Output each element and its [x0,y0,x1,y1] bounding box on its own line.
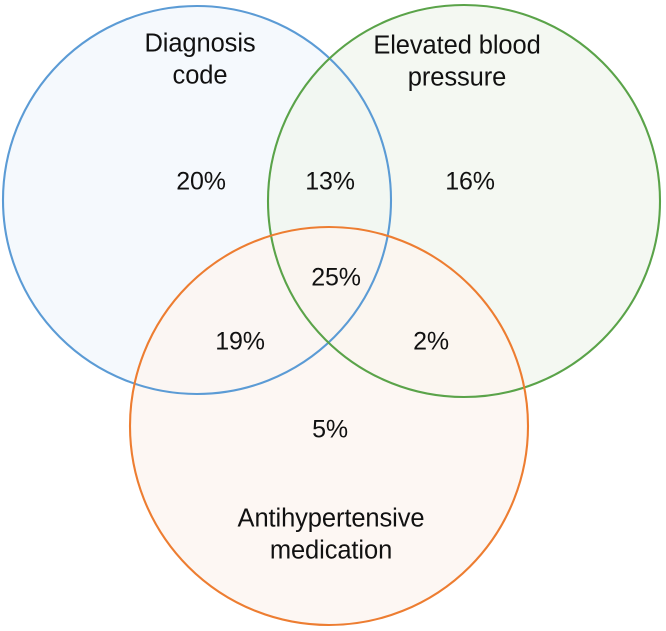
venn-circle-fills [3,5,660,625]
circle-fill-antihypertensive-medication [130,227,528,625]
circle-outline-antihypertensive-medication[interactable] [128,225,530,627]
venn-circle-outlines [1,3,662,627]
circle-outline-diagnosis-code[interactable] [1,4,393,396]
circle-outline-elevated-blood-pressure[interactable] [266,3,662,399]
